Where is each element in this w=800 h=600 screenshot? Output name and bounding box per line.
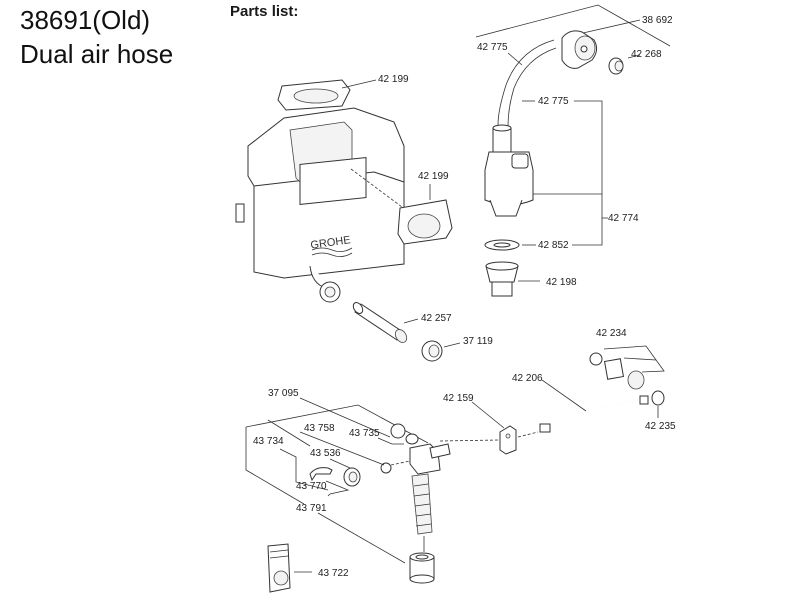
leader-43791 [317,512,406,564]
part-43735-seal-cap[interactable] [390,423,419,445]
label-42199b[interactable]: 42 199 [418,171,449,182]
label-42268[interactable]: 42 268 [631,49,662,60]
part-43734-lever[interactable] [309,467,333,482]
part-42198-valve-seat[interactable] [485,261,519,297]
label-42852[interactable]: 42 852 [538,240,569,251]
bracket-38692 [475,4,671,47]
part-42268-button-insert[interactable] [608,57,624,75]
part-42235-connector-nut[interactable] [651,390,665,406]
label-42234[interactable]: 42 234 [596,328,627,339]
label-42774[interactable]: 42 774 [608,213,639,224]
part-42775-air-hoses[interactable] [497,39,557,127]
leader-42234-mid [623,357,657,361]
part-42199-frame-gasket-front[interactable] [397,199,453,245]
bracket-43770 [325,480,350,497]
label-43536[interactable]: 43 536 [310,448,341,459]
label-43770[interactable]: 43 770 [296,481,327,492]
assembly-axis-fill [439,439,501,442]
label-42206[interactable]: 42 206 [512,373,543,384]
assembly-axis-hose [517,431,539,438]
grohe-logo: GROHE [310,234,352,251]
leader-42206 [541,379,587,412]
label-42775a[interactable]: 42 775 [477,42,508,53]
leader-42159 [471,401,505,429]
label-43735[interactable]: 43 735 [349,428,380,439]
leader-43536 [329,458,351,469]
parts-list-heading: Parts list: [230,3,299,20]
label-42198[interactable]: 42 198 [546,277,577,288]
assembly-axis-filter [390,460,411,466]
part-37119-seal-ring[interactable] [421,340,443,362]
label-42159[interactable]: 42 159 [443,393,474,404]
assembly-axis-gasket [350,168,403,208]
part-42159-bracket[interactable] [499,425,517,455]
cistern-tank: GROHE [235,107,405,303]
product-variant-title: Dual air hose [20,39,174,69]
label-37095[interactable]: 37 095 [268,388,299,399]
label-42199a[interactable]: 42 199 [378,74,409,85]
part-42234-connection-set[interactable] [589,352,645,390]
part-42852-washer[interactable] [484,239,520,251]
leader-43734 [279,448,329,491]
part-43791-float[interactable] [409,552,435,584]
part-42774-flush-valve[interactable] [484,124,534,217]
part-42199-frame-gasket-top[interactable] [277,79,351,111]
part-43536-float-cap[interactable] [343,467,361,487]
leader-43735 [377,437,404,445]
label-42775b[interactable]: 42 775 [538,96,569,107]
leader-43536-bracket [267,419,311,447]
bracket-42234 [603,345,665,373]
label-42235[interactable]: 42 235 [645,421,676,432]
leader-42268 [627,54,641,59]
leader-43758 [299,431,385,466]
leader-42775a [507,52,523,66]
part-42257-flush-pipe[interactable] [351,301,409,345]
label-43758[interactable]: 43 758 [304,423,335,434]
leader-37119 [443,342,461,348]
part-42206-flexible-hose[interactable] [539,395,649,433]
leader-42257 [403,318,419,324]
product-code-title: 38691(Old) [20,5,151,35]
part-37095-fill-valve[interactable] [409,443,451,552]
label-43722[interactable]: 43 722 [318,568,349,579]
leader-37095 [299,397,391,438]
leader-42199a [341,79,377,89]
label-42257[interactable]: 42 257 [421,313,452,324]
label-43734[interactable]: 43 734 [253,436,284,447]
label-43791[interactable]: 43 791 [296,503,327,514]
part-43722-service-pack[interactable] [267,543,291,593]
part-43758-filter[interactable] [380,462,392,474]
bracket-42774 [572,100,603,246]
part-38692-button-assembly[interactable] [561,30,598,69]
label-38692[interactable]: 38 692 [642,15,673,26]
bracket-43791 [245,427,305,505]
label-37119[interactable]: 37 119 [463,336,493,347]
